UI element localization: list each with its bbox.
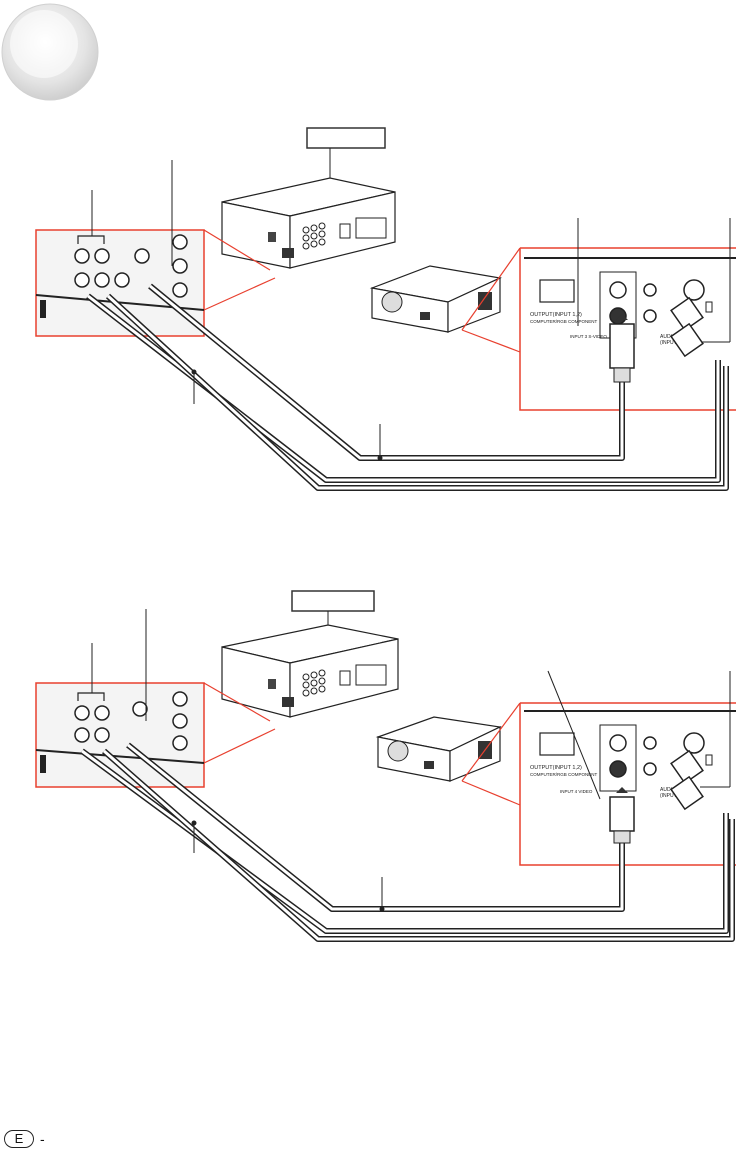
- device-closeup-callout: [35, 682, 276, 788]
- video-device-illustration: [221, 624, 399, 718]
- svideo-plug-right: [609, 314, 635, 383]
- label-projector-audio-sub: (INPUT 3,4): [660, 793, 687, 799]
- label-projector-audio-sub: (INPUT 3,4): [660, 340, 687, 346]
- label-projector-port1-sub: COMPUTER/RGB COMPONENT: [530, 319, 598, 324]
- projector-illustration: [369, 265, 503, 333]
- label-projector-port1-sub: COMPUTER/RGB COMPONENT: [530, 772, 598, 777]
- label-projector-input-bottom: INPUT 4 VIDEO: [560, 789, 593, 794]
- device-label-box: [306, 127, 386, 149]
- audio-plugs-right: [670, 296, 704, 358]
- device-label-box: [291, 590, 375, 612]
- leader-video-right: [547, 670, 601, 800]
- label-projector-audio: AUDIO: [660, 334, 676, 340]
- connection-diagram-video: OUTPUT(INPUT 1,2) COMPUTER/RGB COMPONENT…: [0, 585, 738, 985]
- label-projector-input-top: INPUT 3 S-VIDEO: [570, 334, 607, 339]
- page-marker: E -: [4, 1130, 45, 1148]
- diagram-svideo-graphic: OUTPUT(INPUT 1,2) COMPUTER/RGB COMPONENT…: [35, 127, 736, 491]
- language-badge: E: [4, 1130, 34, 1148]
- projector-closeup-callout: [461, 247, 736, 411]
- video-device-illustration: [221, 177, 396, 269]
- corner-bubble-decoration: [1, 3, 99, 101]
- connection-diagram-svideo: OUTPUT(INPUT 1,2) COMPUTER/RGB COMPONENT…: [0, 120, 738, 520]
- label-projector-port1: OUTPUT(INPUT 1,2): [530, 765, 582, 771]
- projector-illustration: [375, 716, 503, 782]
- diagram-video-graphic: OUTPUT(INPUT 1,2) COMPUTER/RGB COMPONENT…: [35, 590, 736, 942]
- label-projector-audio: AUDIO: [660, 787, 676, 793]
- label-projector-port1: OUTPUT(INPUT 1,2): [530, 312, 582, 318]
- audio-plugs-right: [670, 749, 704, 811]
- projector-closeup-callout: [461, 702, 736, 866]
- video-plug-right: [609, 787, 635, 844]
- page-separator: -: [40, 1131, 45, 1147]
